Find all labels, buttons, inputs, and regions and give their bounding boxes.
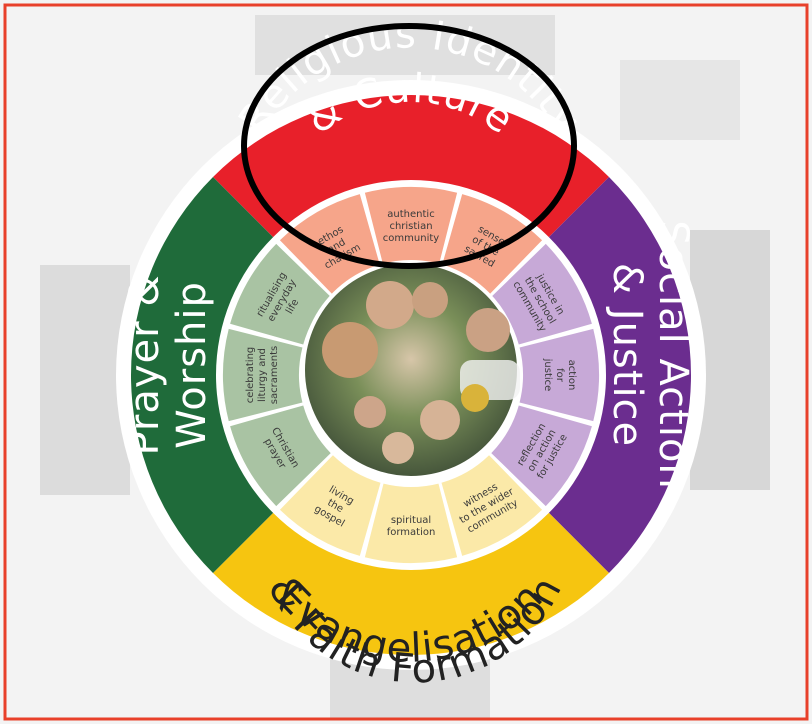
inner-label-right-2: actionforjustice: [542, 358, 577, 392]
student-face-3: [412, 282, 448, 318]
border-frame: [3, 3, 809, 721]
inner-label-line: community: [383, 233, 439, 244]
inner-segment-bottom-1: [441, 455, 543, 556]
student-face-4: [466, 308, 510, 352]
outer-segment-top: [213, 94, 609, 238]
student-face-7: [354, 396, 386, 428]
outer-segment-bottom: [213, 512, 609, 656]
inner-segment-right-2: [519, 328, 600, 422]
inner-label-line: authentic: [387, 209, 434, 220]
student-face-1: [322, 322, 378, 378]
inner-label-line: justice: [542, 358, 553, 392]
inner-segment-top-1: [279, 194, 381, 295]
plant-pot: [461, 384, 489, 412]
inner-segments: [223, 187, 600, 563]
label-social-action: Social Action: [650, 220, 696, 490]
outer-segment-left: [131, 177, 274, 573]
inner-segment-bottom-3: [279, 455, 381, 556]
label-worship: Worship: [169, 281, 215, 449]
inner-label-line: christian: [389, 221, 432, 232]
student-face-2: [366, 281, 414, 329]
outer-segments: [131, 94, 692, 656]
highlight-ellipse: [241, 23, 577, 269]
student-face-6: [382, 432, 414, 464]
inner-segment-right-1: [491, 243, 592, 345]
inner-segment-left-3: [230, 243, 331, 345]
inner-segment-left-2: [223, 328, 303, 422]
center-photo: [301, 260, 521, 480]
inner-label-line: action: [566, 360, 577, 391]
student-face-5: [420, 400, 460, 440]
inner-segment-top-3: [441, 194, 543, 295]
inner-label-line: formation: [387, 527, 436, 538]
inner-segment-top-2: [364, 187, 458, 267]
inner-label-line: celebrating: [245, 347, 256, 404]
inner-label-line: sacraments: [269, 346, 280, 404]
inner-label-line: spiritual: [391, 515, 431, 526]
inner-label-left-2: celebratingliturgy andsacraments: [245, 346, 280, 404]
label-prayer: Prayer &: [122, 274, 168, 455]
inner-segment-right-3: [491, 405, 592, 507]
inner-segment-bottom-2: [364, 483, 458, 563]
inner-label-line: for: [554, 368, 565, 383]
label-justice: & Justice: [604, 263, 650, 447]
inner-segment-left-1: [230, 405, 331, 507]
inner-label-line: liturgy and: [257, 348, 268, 402]
outer-segment-right: [548, 177, 692, 573]
